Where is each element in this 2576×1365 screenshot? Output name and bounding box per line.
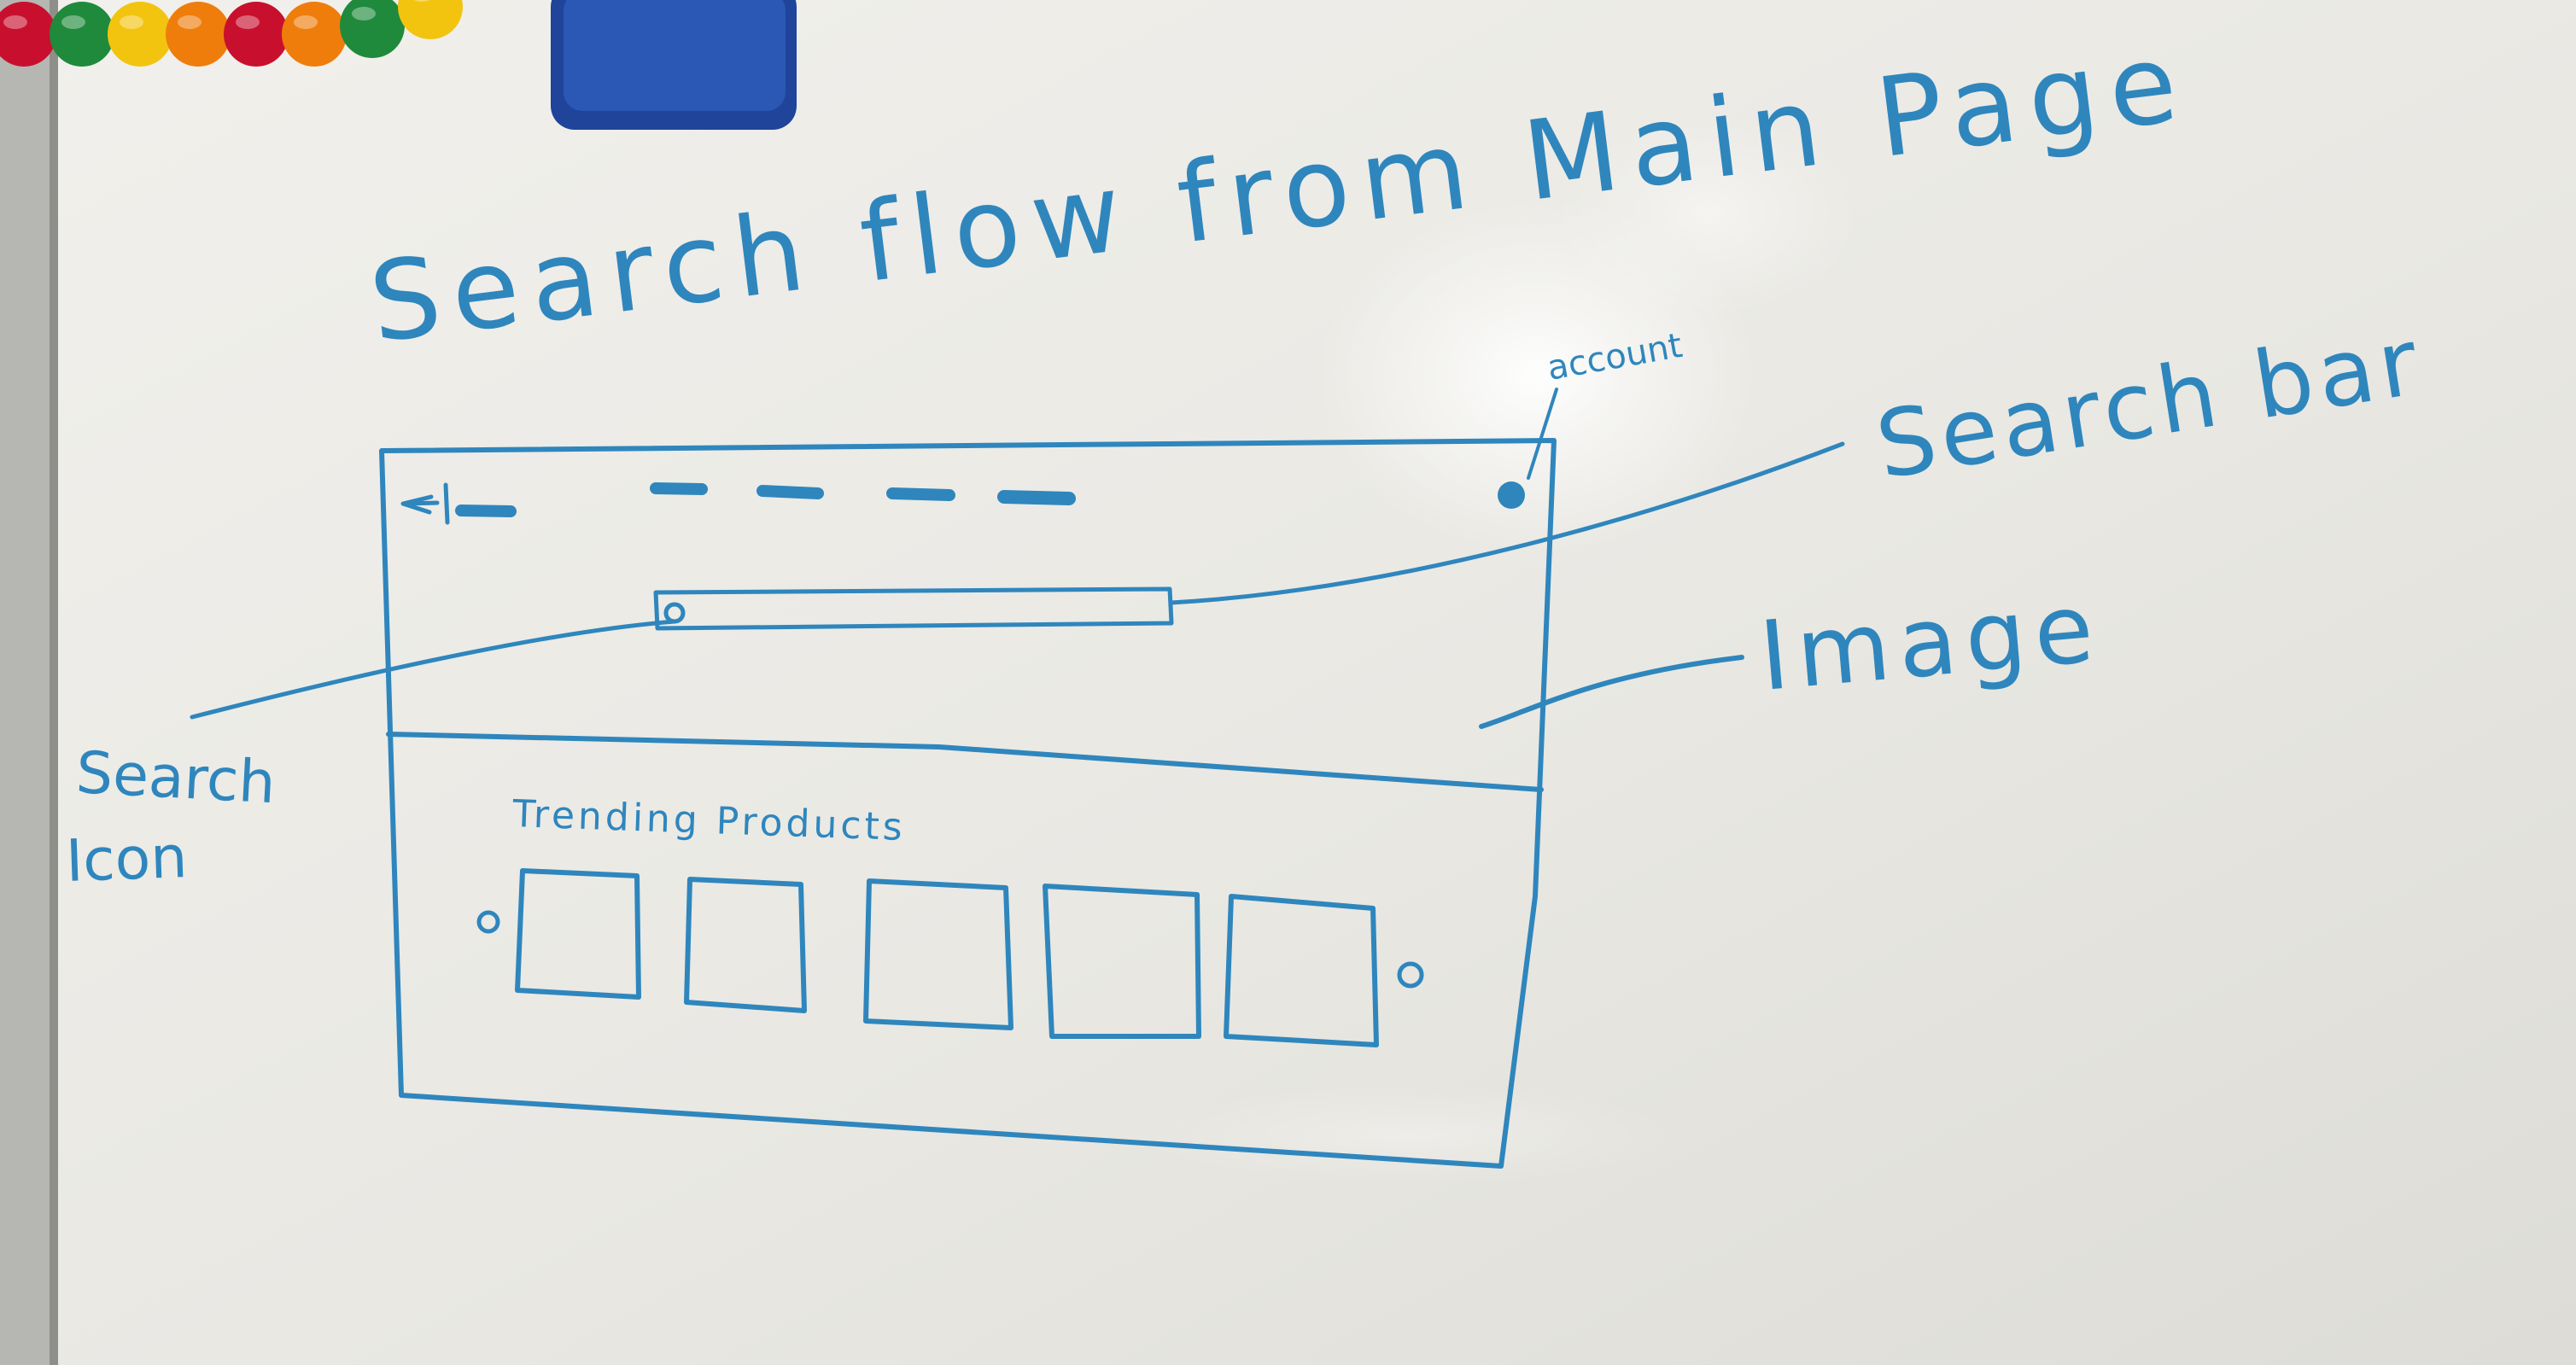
product-card-5 [1224, 894, 1379, 1047]
carousel-next-icon [1397, 961, 1424, 989]
magnet-5 [224, 2, 289, 67]
search-icon-label-line1: Search [74, 739, 277, 817]
wireframe-page [379, 438, 1557, 1169]
search-bar-sketch [653, 586, 1174, 631]
product-card-1 [515, 868, 641, 1000]
board-frame-edge [50, 0, 58, 1365]
back-arrow-icon [400, 482, 450, 525]
magnet-2 [50, 2, 114, 67]
eraser [551, 0, 797, 130]
leader-line-image [1479, 655, 1744, 729]
leader-line-search-bar [1169, 441, 1845, 605]
nav-placeholder-2 [756, 485, 824, 499]
magnet-1 [0, 2, 56, 67]
magnet-6 [282, 2, 347, 67]
magnet-7 [340, 0, 405, 58]
board-frame-left [0, 0, 50, 1365]
light-glare-tertiary [1136, 1084, 1682, 1187]
magnet-highlight-1 [3, 15, 27, 29]
product-card-4 [1043, 884, 1201, 1039]
magnet-8 [398, 0, 463, 39]
magnet-4 [166, 2, 231, 67]
leader-line-account [1527, 388, 1558, 480]
search-icon-label-line2: Icon [65, 824, 189, 895]
nav-placeholder-4 [997, 490, 1076, 505]
magnet-highlight-2 [61, 15, 85, 29]
magnet-highlight-4 [178, 15, 202, 29]
hero-divider-line [386, 732, 1544, 792]
product-card-2 [684, 877, 807, 1013]
account-icon [1498, 481, 1525, 509]
carousel-prev-icon [476, 910, 500, 934]
search-icon [663, 602, 686, 624]
magnet-3 [108, 2, 172, 67]
product-card-3 [863, 878, 1013, 1030]
magnet-row [0, 0, 463, 67]
leader-line-search-icon [190, 619, 677, 720]
magnet-highlight-5 [236, 15, 260, 29]
magnet-highlight-6 [294, 15, 318, 29]
logo-placeholder [455, 505, 517, 517]
magnet-highlight-3 [120, 15, 143, 29]
nav-placeholder-1 [650, 482, 708, 495]
nav-placeholder-3 [886, 487, 955, 501]
wireframe-outer-frame [379, 438, 1557, 1169]
magnet-highlight-8 [413, 0, 430, 2]
magnet-highlight-7 [352, 7, 376, 20]
light-glare-secondary [1554, 111, 1861, 316]
